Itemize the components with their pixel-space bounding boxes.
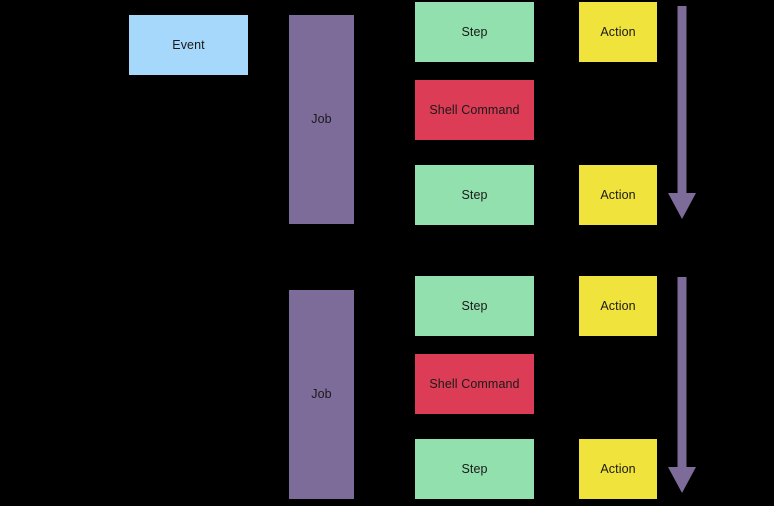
node-label: Step [461, 24, 488, 39]
node-job-2[interactable]: Job [289, 290, 354, 499]
node-label: Step [461, 298, 488, 313]
node-shell-command-1[interactable]: Shell Command [415, 80, 534, 140]
node-label: Event [172, 37, 205, 52]
node-label: Shell Command [429, 376, 520, 391]
node-label: Action [600, 298, 636, 313]
node-action-3[interactable]: Action [579, 276, 657, 336]
node-step-1[interactable]: Step [415, 2, 534, 62]
node-label: Action [600, 187, 636, 202]
node-label: Action [600, 24, 636, 39]
node-label: Step [461, 187, 488, 202]
node-event-1[interactable]: Event [129, 15, 248, 75]
node-step-2[interactable]: Step [415, 165, 534, 225]
down-arrow-icon [668, 6, 696, 219]
node-step-3[interactable]: Step [415, 276, 534, 336]
node-action-1[interactable]: Action [579, 2, 657, 62]
node-job-1[interactable]: Job [289, 15, 354, 224]
node-action-2[interactable]: Action [579, 165, 657, 225]
node-step-4[interactable]: Step [415, 439, 534, 499]
node-label: Job [311, 112, 332, 126]
node-label: Job [311, 387, 332, 401]
down-arrow-icon [668, 277, 696, 493]
node-shell-command-2[interactable]: Shell Command [415, 354, 534, 414]
node-label: Step [461, 461, 488, 476]
node-action-4[interactable]: Action [579, 439, 657, 499]
node-label: Action [600, 461, 636, 476]
node-label: Shell Command [429, 102, 520, 117]
